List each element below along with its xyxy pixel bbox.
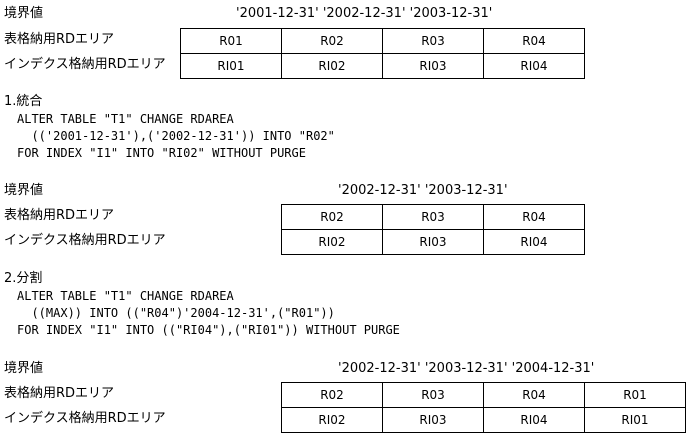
rdarea-table: R02 R03 R04 R01 RI02 RI03 RI04 RI01 <box>281 382 686 433</box>
merge-sql-line: ALTER TABLE "T1" CHANGE RDAREA <box>17 112 234 126</box>
boundary-values: '2002-12-31' '2003-12-31' '2004-12-31' <box>338 361 595 376</box>
index-rdarea-cell: RI03 <box>383 230 484 255</box>
index-rdarea-cell: RI03 <box>383 408 484 433</box>
merge-sql-line: (('2001-12-31'),('2002-12-31')) INTO "R0… <box>17 129 335 143</box>
index-rdarea-cell: RI04 <box>484 230 585 255</box>
merge-heading: 1.統合 <box>4 94 43 109</box>
index-rdarea-label: インデクス格納用RDエリア <box>4 411 166 426</box>
table-rdarea-label: 表格納用RDエリア <box>4 32 115 47</box>
table-rdarea-cell: R03 <box>383 205 484 230</box>
table-rdarea-cell: R02 <box>282 29 383 54</box>
merge-sql-line: FOR INDEX "I1" INTO "RI02" WITHOUT PURGE <box>17 146 306 160</box>
index-rdarea-cell: RI01 <box>181 54 282 79</box>
table-rdarea-cell: R04 <box>484 205 585 230</box>
table-rdarea-cell: R02 <box>282 383 383 408</box>
boundary-label: 境界値 <box>4 6 44 21</box>
split-heading: 2.分割 <box>4 271 43 286</box>
table-rdarea-cell: R01 <box>181 29 282 54</box>
split-sql-line: ALTER TABLE "T1" CHANGE RDAREA <box>17 289 234 303</box>
index-rdarea-cell: RI01 <box>585 408 686 433</box>
split-sql-line: FOR INDEX "I1" INTO (("RI04"),("RI01")) … <box>17 323 400 337</box>
index-rdarea-cell: RI04 <box>484 408 585 433</box>
index-rdarea-cell: RI02 <box>282 54 383 79</box>
index-rdarea-cell: RI04 <box>484 54 585 79</box>
split-sql-line: ((MAX)) INTO (("R04")'2004-12-31',("R01"… <box>17 306 335 320</box>
boundary-values: '2001-12-31' '2002-12-31' '2003-12-31' <box>236 6 493 21</box>
boundary-values: '2002-12-31' '2003-12-31' <box>338 183 508 198</box>
rdarea-table: R02 R03 R04 RI02 RI03 RI04 <box>281 204 585 255</box>
table-rdarea-cell: R01 <box>585 383 686 408</box>
boundary-label: 境界値 <box>4 183 44 198</box>
index-rdarea-cell: RI02 <box>282 408 383 433</box>
table-rdarea-cell: R03 <box>383 383 484 408</box>
index-rdarea-label: インデクス格納用RDエリア <box>4 233 166 248</box>
table-rdarea-cell: R02 <box>282 205 383 230</box>
rdarea-table: R01 R02 R03 R04 RI01 RI02 RI03 RI04 <box>180 28 585 79</box>
index-rdarea-cell: RI02 <box>282 230 383 255</box>
table-rdarea-label: 表格納用RDエリア <box>4 386 115 401</box>
index-rdarea-label: インデクス格納用RDエリア <box>4 57 166 72</box>
table-rdarea-label: 表格納用RDエリア <box>4 208 115 223</box>
index-rdarea-cell: RI03 <box>383 54 484 79</box>
table-rdarea-cell: R04 <box>484 29 585 54</box>
boundary-label: 境界値 <box>4 361 44 376</box>
table-rdarea-cell: R04 <box>484 383 585 408</box>
table-rdarea-cell: R03 <box>383 29 484 54</box>
